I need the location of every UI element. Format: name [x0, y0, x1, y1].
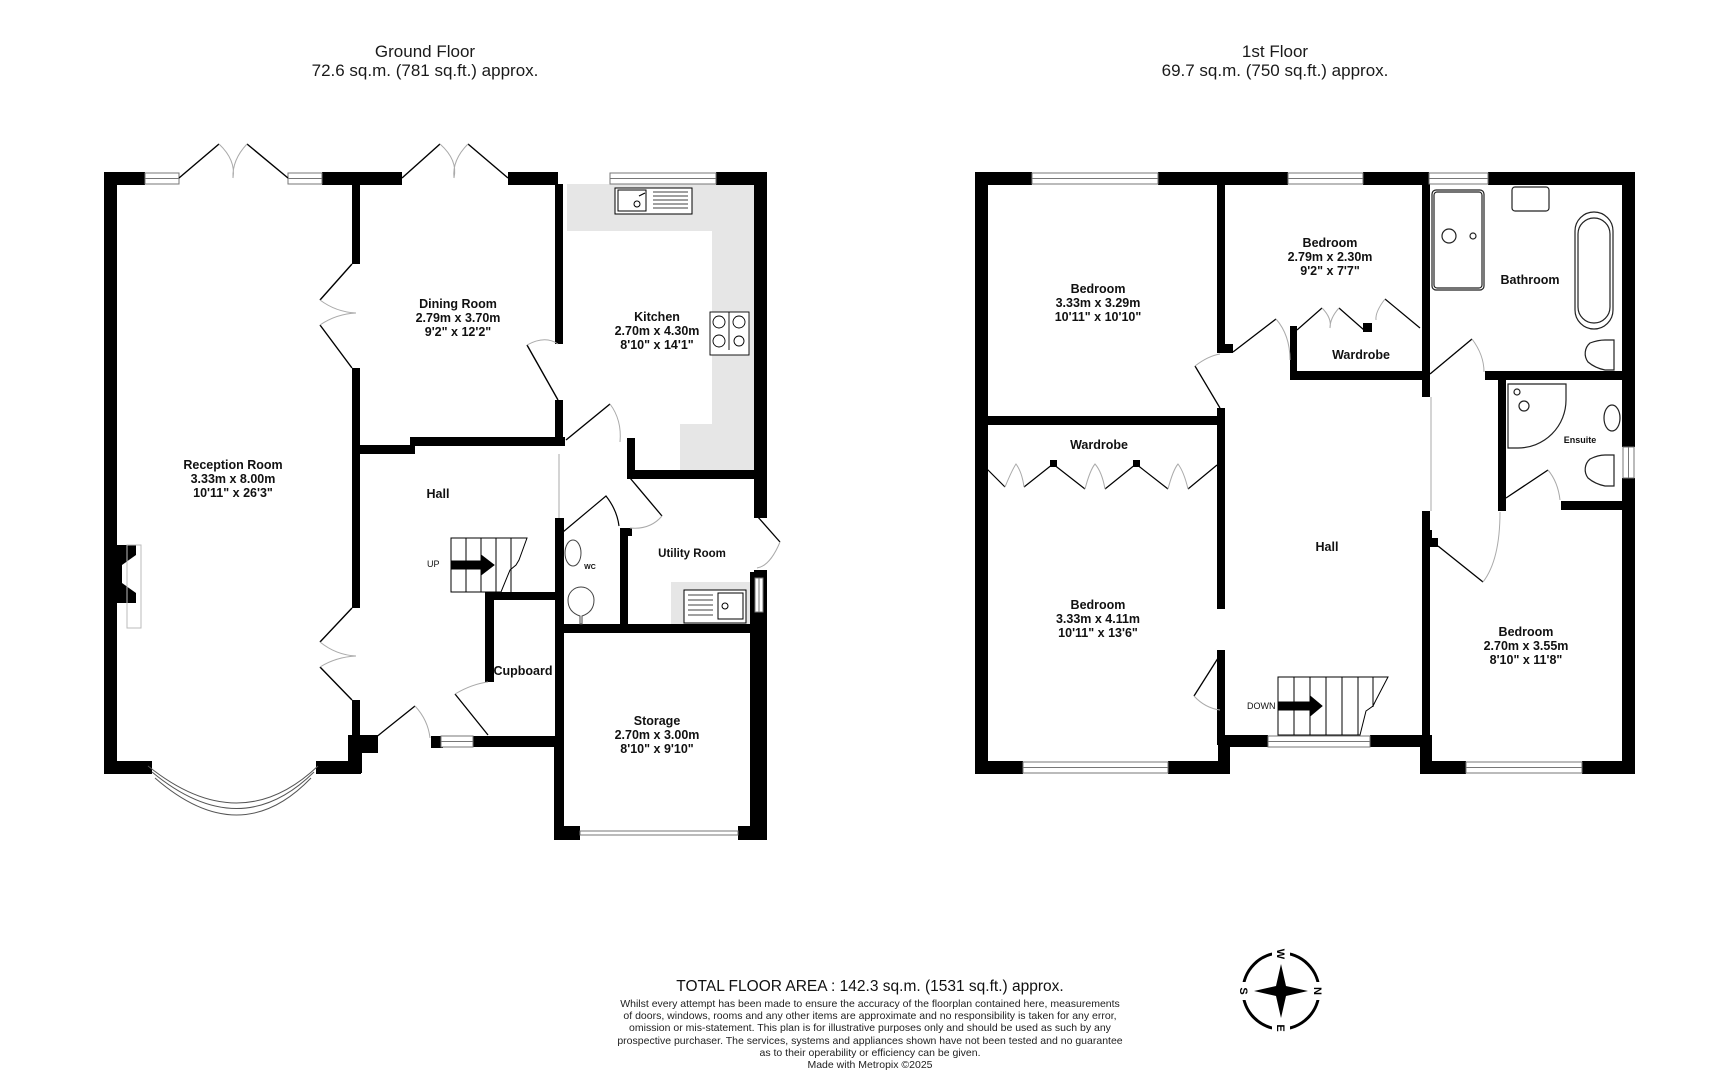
total-floor-area: TOTAL FLOOR AREA : 142.3 sq.m. (1531 sq.…: [676, 978, 1064, 995]
room-label-wardrobe-small: Wardrobe: [1332, 348, 1390, 362]
room-name: Bedroom: [1302, 236, 1358, 250]
first-floor-doors: [982, 298, 1561, 711]
room-metric: 3.33m x 3.29m: [1055, 296, 1141, 310]
bathroom-fixtures: [1431, 186, 1621, 487]
disclaimer: Whilst every attempt has been made to en…: [560, 998, 1180, 1071]
room-label-bedroom-1: Bedroom 3.33m x 3.29m 10'11" x 10'10": [1055, 282, 1142, 324]
room-label-hall-first: Hall: [1316, 540, 1339, 554]
bay-window: [147, 765, 319, 816]
disclaimer-line: omission or mis-statement. This plan is …: [629, 1022, 1111, 1035]
room-label-bedroom-4: Bedroom 2.70m x 3.55m 8'10" x 11'8": [1484, 625, 1569, 667]
disclaimer-line: prospective purchaser. The services, sys…: [617, 1034, 1123, 1047]
room-metric: 2.70m x 3.55m: [1483, 639, 1569, 653]
room-imperial: 9'2" x 7'7": [1300, 264, 1360, 278]
room-imperial: 8'10" x 9'10": [620, 742, 694, 756]
room-imperial: 10'11" x 13'6": [1058, 626, 1138, 640]
room-label-ensuite: Ensuite: [1564, 433, 1597, 447]
room-name: Bedroom: [1498, 625, 1554, 639]
room-name: Hall: [426, 487, 450, 501]
wardrobe-posts: [1050, 325, 1372, 467]
first-floor-plan: [975, 172, 1635, 774]
stairs-down: [1277, 676, 1389, 736]
room-name: Utility Room: [658, 548, 726, 560]
room-label-cupboard: Cupboard: [493, 664, 552, 678]
room-label-dining: Dining Room 2.79m x 3.70m 9'2" x 12'2": [416, 297, 501, 339]
kitchen-sink-icon: [614, 187, 693, 215]
compass-top-label: W: [1274, 949, 1286, 960]
stairs-up: [450, 537, 528, 593]
first-floor-area: 69.7 sq.m. (750 sq.ft.) approx.: [1161, 61, 1389, 80]
room-name: Ensuite: [1563, 435, 1597, 445]
credit: Made with Metropix ©2025: [807, 1059, 933, 1072]
room-label-kitchen: Kitchen 2.70m x 4.30m 8'10" x 14'1": [615, 310, 700, 352]
stairs-down-label: DOWN: [1247, 701, 1276, 711]
room-label-storage: Storage 2.70m x 3.00m 8'10" x 9'10": [615, 714, 700, 756]
room-label-reception: Reception Room 3.33m x 8.00m 10'11" x 26…: [183, 458, 282, 500]
room-imperial: 10'11" x 10'10": [1054, 310, 1142, 324]
room-label-bedroom-3: Bedroom 3.33m x 4.11m 10'11" x 13'6": [1056, 598, 1140, 640]
room-label-hall-ground: Hall: [427, 487, 450, 501]
first-floor-title: 1st Floor 69.7 sq.m. (750 sq.ft.) approx…: [1100, 42, 1450, 80]
disclaimer-line: as to their operability or efficiency ca…: [759, 1046, 981, 1059]
disclaimer-line: Whilst every attempt has been made to en…: [620, 998, 1120, 1010]
stairs-up-label: UP: [427, 559, 440, 569]
ground-floor-name: Ground Floor: [374, 42, 476, 61]
room-name: Dining Room: [419, 297, 497, 311]
room-metric: 3.33m x 8.00m: [190, 472, 276, 486]
room-name: Wardrobe: [1070, 438, 1128, 452]
room-label-bathroom: Bathroom: [1500, 273, 1559, 287]
room-name: Bedroom: [1070, 282, 1126, 296]
room-imperial: 8'10" x 11'8": [1489, 653, 1563, 667]
room-metric: 3.33m x 4.11m: [1055, 612, 1141, 626]
disclaimer-line: of doors, windows, rooms and any other i…: [623, 1010, 1117, 1023]
room-metric: 2.79m x 2.30m: [1287, 250, 1373, 264]
room-name: Wardrobe: [1332, 348, 1390, 362]
room-metric: 2.70m x 4.30m: [614, 324, 700, 338]
ground-floor-doors: [178, 143, 781, 739]
room-metric: 2.79m x 3.70m: [415, 311, 501, 325]
hob-icon: [709, 311, 750, 356]
ground-floor-windows: [126, 172, 764, 836]
first-floor-name: 1st Floor: [1241, 42, 1309, 61]
room-label-wardrobe-large: Wardrobe: [1070, 438, 1128, 452]
wc-fixtures: [564, 539, 595, 625]
room-label-bedroom-2: Bedroom 2.79m x 2.30m 9'2" x 7'7": [1288, 236, 1373, 278]
room-name: Hall: [1315, 540, 1339, 554]
ground-floor-area: 72.6 sq.m. (781 sq.ft.) approx.: [311, 61, 539, 80]
room-label-wc: WC: [584, 561, 596, 575]
ground-floor-plan: [104, 143, 781, 840]
room-name: Reception Room: [183, 458, 283, 472]
ground-floor-title: Ground Floor 72.6 sq.m. (781 sq.ft.) app…: [250, 42, 600, 80]
room-name: Cupboard: [493, 664, 553, 678]
room-name: Bedroom: [1070, 598, 1126, 612]
room-metric: 2.70m x 3.00m: [614, 728, 700, 742]
first-floor-windows: [1022, 172, 1635, 774]
compass-icon: W N E S: [1237, 948, 1324, 1034]
compass-left-label: S: [1237, 987, 1249, 994]
room-name: Storage: [633, 714, 681, 728]
first-floor-walls: [975, 172, 1635, 774]
room-imperial: 10'11" x 26'3": [193, 486, 273, 500]
room-name: Kitchen: [634, 310, 680, 324]
room-name: Bathroom: [1500, 273, 1560, 287]
compass-bottom-label: E: [1274, 1024, 1286, 1031]
utility-sink-icon: [683, 589, 747, 624]
room-imperial: 8'10" x 14'1": [620, 338, 694, 352]
room-imperial: 9'2" x 12'2": [424, 325, 492, 339]
footer: TOTAL FLOOR AREA : 142.3 sq.m. (1531 sq.…: [560, 977, 1180, 1071]
room-name: WC: [584, 564, 596, 571]
ground-floor-walls: [104, 172, 767, 840]
room-label-utility: Utility Room: [658, 547, 726, 561]
compass-right-label: N: [1311, 987, 1323, 995]
